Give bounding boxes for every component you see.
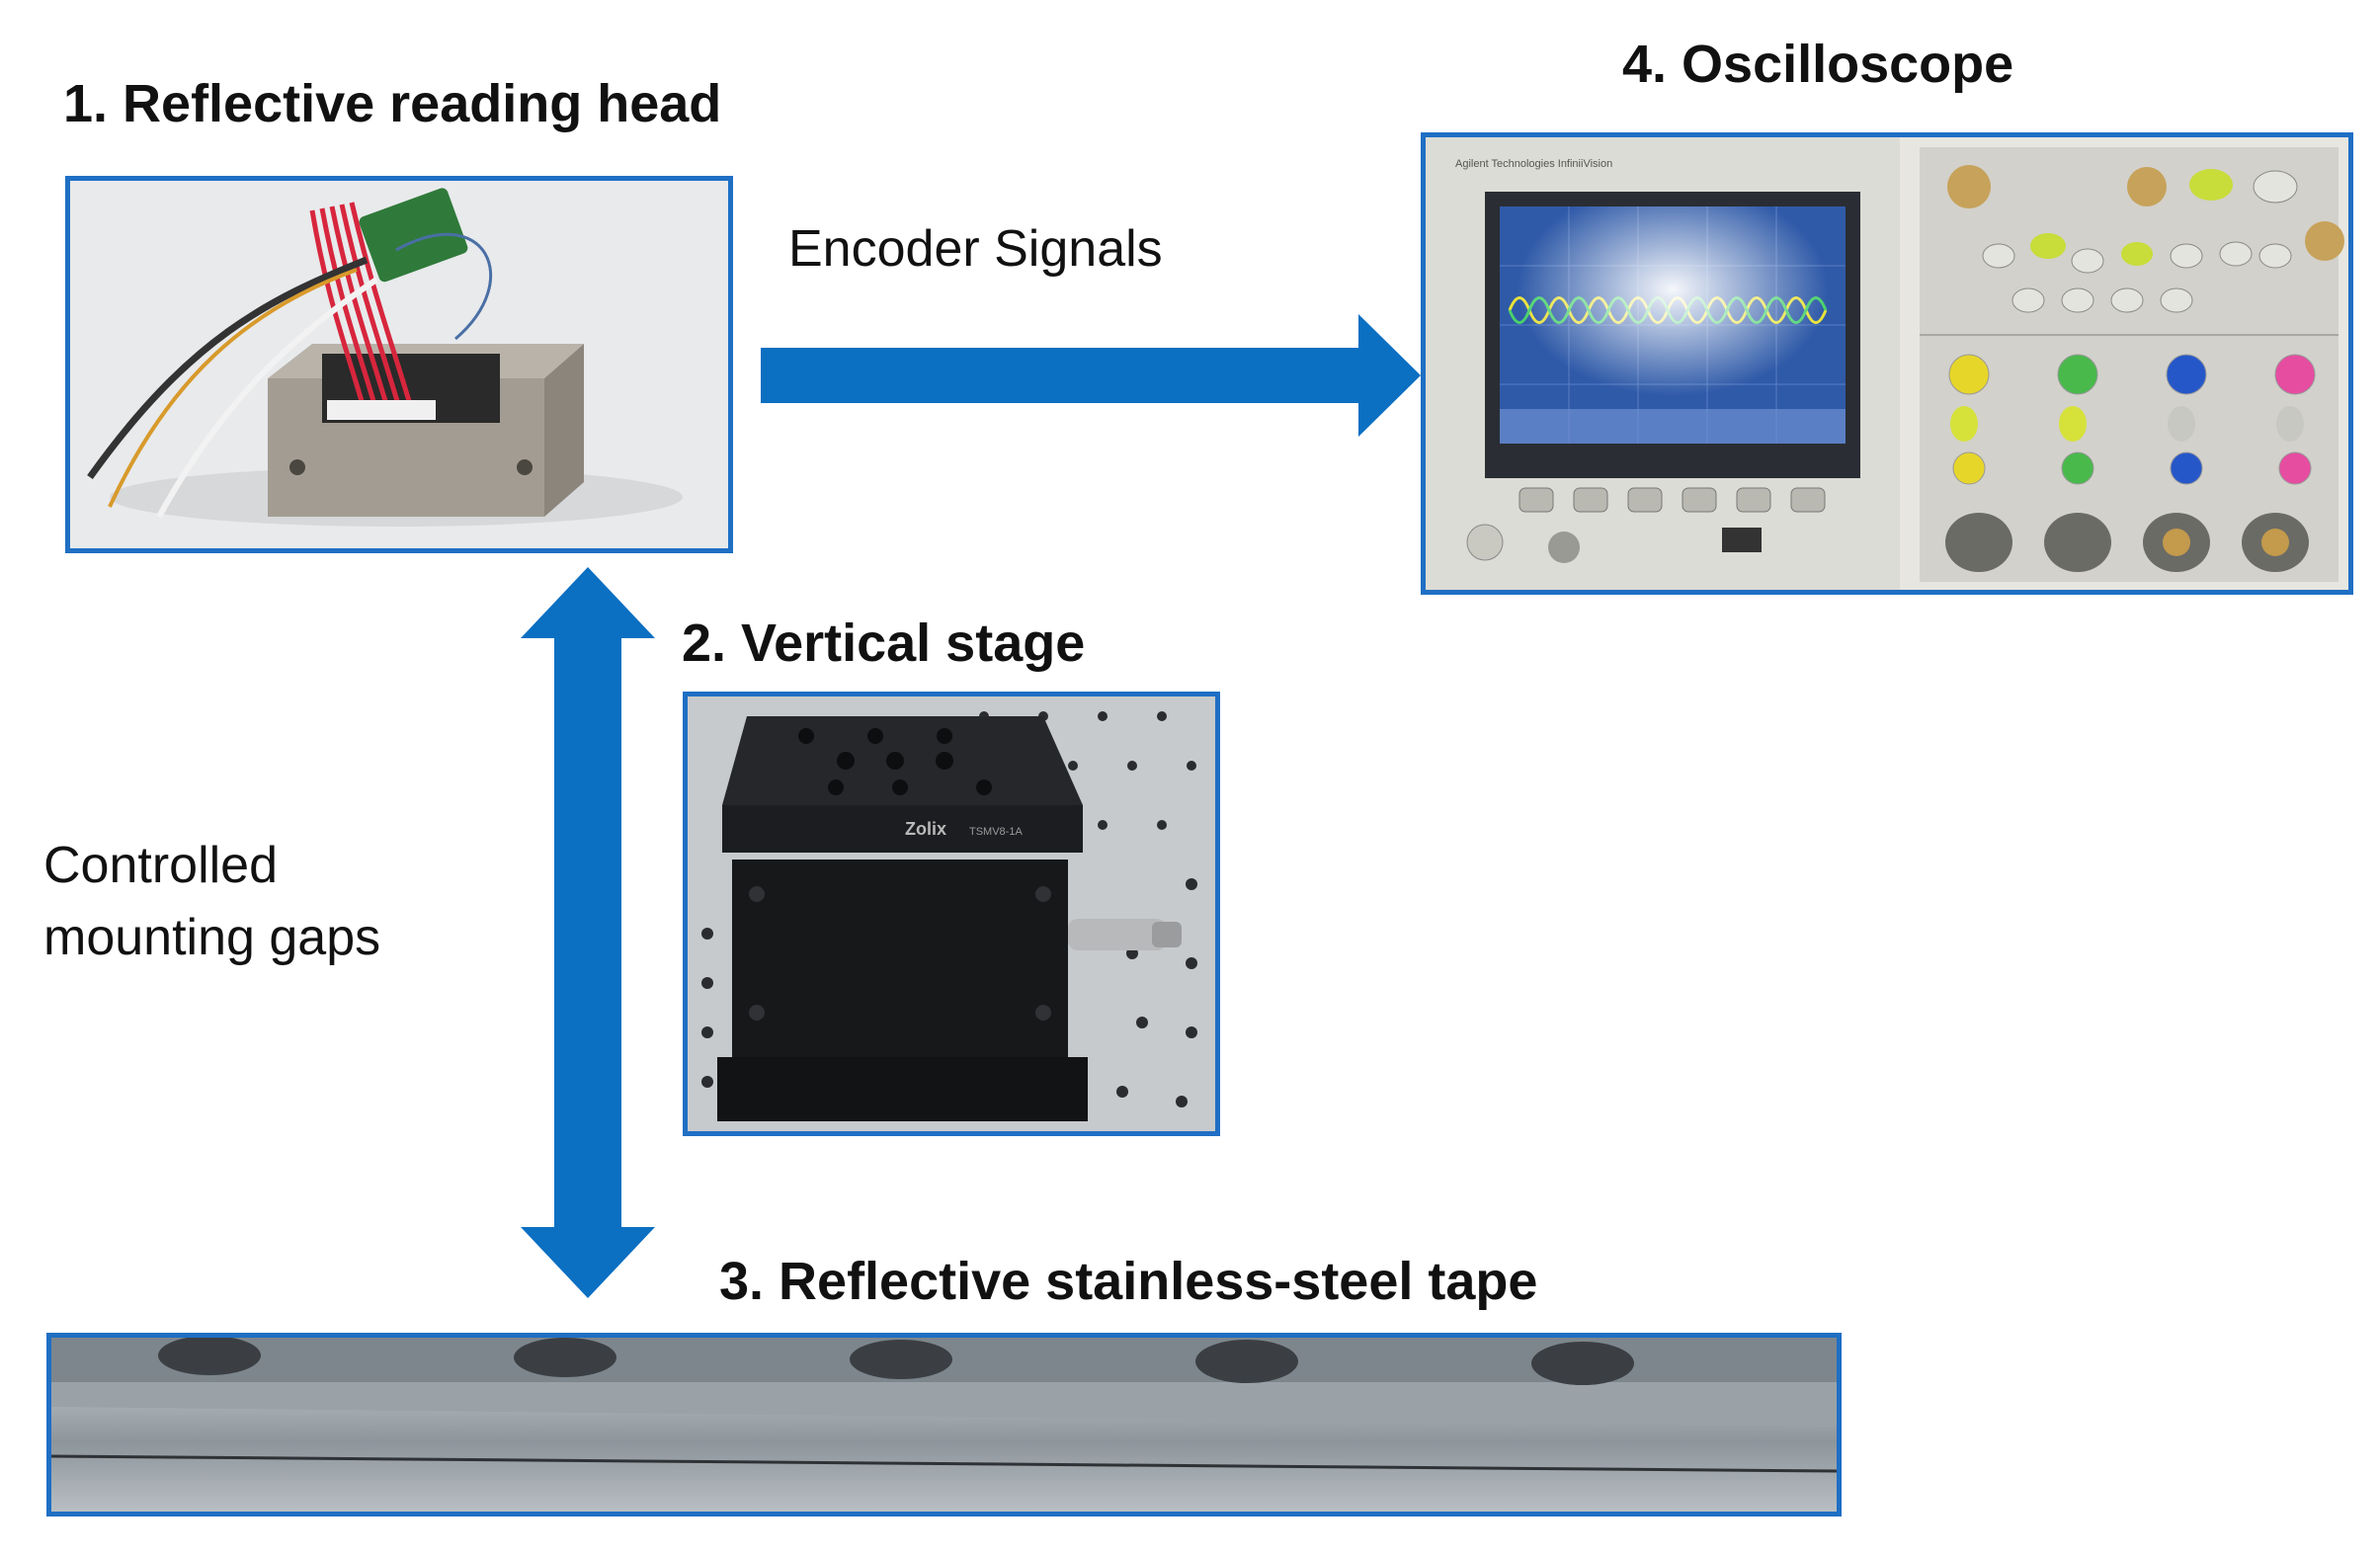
mounting-gaps-line1: Controlled bbox=[43, 837, 279, 894]
vertical-stage-photo: Zolix TSMV8-1A bbox=[683, 692, 1220, 1136]
tape-title: 3. Reflective stainless-steel tape bbox=[719, 1252, 1538, 1311]
reading-head-title: 1. Reflective reading head bbox=[63, 74, 722, 133]
vertical-stage-title: 2. Vertical stage bbox=[682, 614, 1086, 673]
mounting-gaps-line2: mounting gaps bbox=[43, 908, 381, 966]
oscilloscope-illustration: Agilent Technologies InfiniiVision bbox=[1426, 137, 2348, 590]
mounting-gaps-label: Controlled mounting gaps bbox=[43, 830, 380, 974]
encoder-signals-label: Encoder Signals bbox=[788, 220, 1163, 278]
stage-model-text: TSMV8-1A bbox=[969, 826, 1023, 838]
stainless-steel-tape-photo bbox=[46, 1333, 1842, 1516]
encoder-signal-arrow bbox=[761, 314, 1421, 437]
reading-head-illustration bbox=[70, 181, 728, 548]
oscilloscope-title: 4. Oscilloscope bbox=[1622, 35, 2014, 94]
scope-brand-text: Agilent Technologies InfiniiVision bbox=[1455, 158, 1612, 170]
tape-illustration bbox=[51, 1338, 1837, 1512]
stage-brand-text: Zolix bbox=[905, 819, 946, 839]
mounting-gap-double-arrow bbox=[521, 567, 655, 1298]
oscilloscope-photo: Agilent Technologies InfiniiVision bbox=[1421, 132, 2353, 595]
vertical-stage-illustration: Zolix TSMV8-1A bbox=[688, 697, 1215, 1131]
reading-head-photo bbox=[65, 176, 733, 553]
